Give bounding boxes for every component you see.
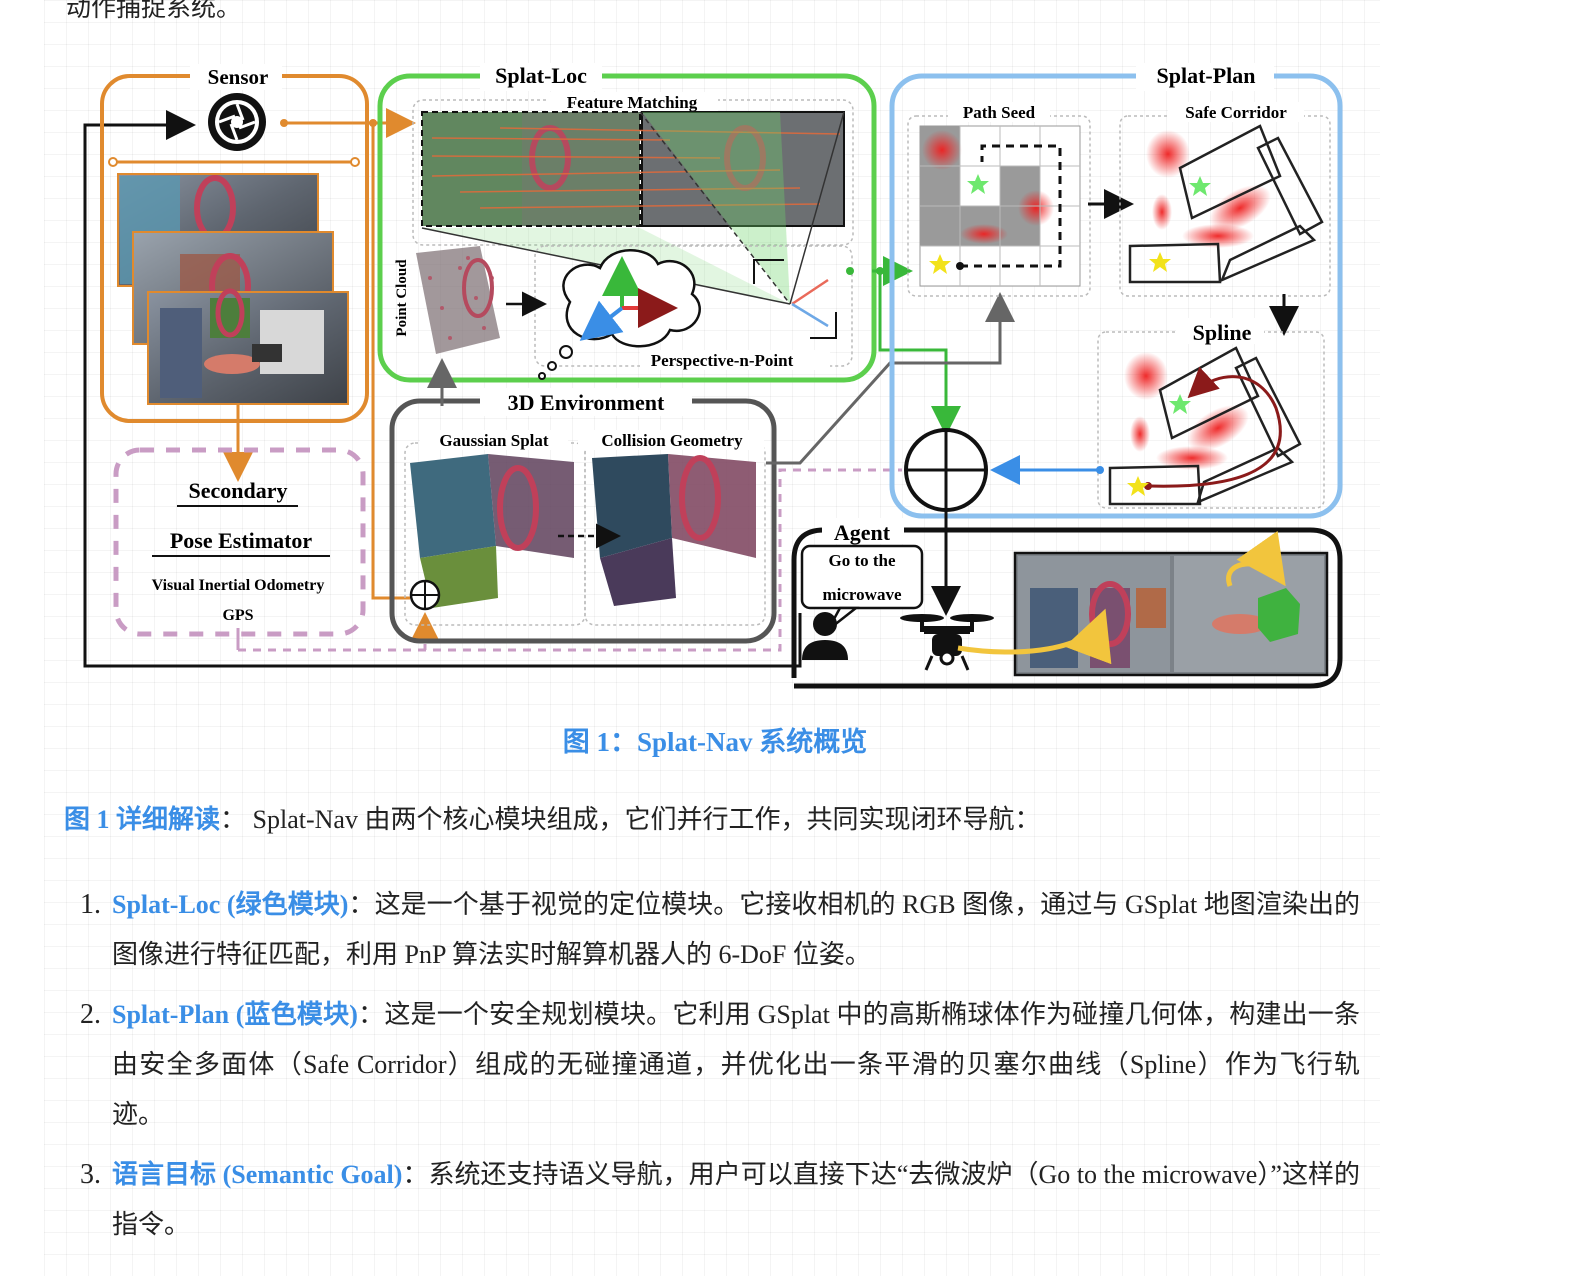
list-number: 3. — [80, 1159, 101, 1190]
item-label: 语言目标 (Semantic Goal) — [112, 1160, 403, 1189]
figure-1: Sensor — [80, 58, 1350, 698]
list-item: 2. Splat-Plan (蓝色模块)：这是一个安全规划模块。它利用 GSpl… — [64, 990, 1360, 1140]
svg-text:Agent: Agent — [834, 520, 891, 545]
agent-camera-views — [957, 530, 1329, 677]
item-text: ：系统还支持语义导航，用户可以直接下达“去微波炉（Go to the micro… — [112, 1160, 1360, 1239]
splat-loc-module: Splat-Loc Feature Matching Point Cloud — [377, 63, 877, 383]
svg-text:Splat-Plan: Splat-Plan — [1156, 63, 1255, 88]
list-number: 2. — [80, 999, 101, 1030]
intro-paragraph: 图 1 详细解读： Splat-Nav 由两个核心模块组成，它们并行工作，共同实… — [64, 800, 1364, 840]
list-item: 3. 语言目标 (Semantic Goal)：系统还支持语义导航，用户可以直接… — [64, 1150, 1360, 1250]
module-list: 1. Splat-Loc (绿色模块)：这是一个基于视觉的定位模块。它接收相机的… — [64, 880, 1360, 1260]
pose-axes-icon — [579, 256, 678, 341]
item-label: Splat-Loc (绿色模块) — [112, 890, 349, 919]
svg-text:Visual Inertial Odometry: Visual Inertial Odometry — [152, 577, 325, 594]
safe-corridor-diagram — [1128, 124, 1324, 284]
item-label: Splat-Plan (蓝色模块) — [112, 1000, 358, 1029]
item-text: ：这是一个安全规划模块。它利用 GSplat 中的高斯椭球体作为碰撞几何体，构建… — [112, 1000, 1360, 1129]
svg-text:Secondary: Secondary — [189, 478, 288, 503]
svg-text:Spline: Spline — [1193, 320, 1252, 345]
environment-3d-module: 3D Environment Gaussian Splat Collision … — [389, 388, 777, 644]
combine-circle-icon — [904, 428, 988, 512]
sensor-fusion-icon — [409, 579, 441, 611]
svg-text:Feature Matching: Feature Matching — [567, 93, 698, 112]
figure-caption: 图 1：Splat-Nav 系统概览 — [562, 727, 868, 757]
svg-text:Safe Corridor: Safe Corridor — [1185, 103, 1287, 122]
camera-frames — [117, 173, 349, 405]
agent-module: Agent Go to the microwave — [791, 518, 1343, 689]
svg-text:Collision Geometry: Collision Geometry — [601, 431, 743, 450]
svg-text:Splat-Loc: Splat-Loc — [495, 63, 587, 88]
splat-plan-module: Splat-Plan Path Seed Safe Corridor — [889, 63, 1343, 519]
sensor-module: Sensor — [100, 64, 369, 482]
camera-shutter-icon — [208, 93, 266, 151]
svg-text:Pose Estimator: Pose Estimator — [170, 528, 313, 553]
secondary-pose-estimator: Secondary Pose Estimator Visual Inertial… — [113, 447, 366, 650]
previous-paragraph-tail: 动作捕捉系统。 — [66, 0, 242, 22]
item-text: ：这是一个基于视觉的定位模块。它接收相机的 RGB 图像，通过与 GSplat … — [112, 890, 1360, 969]
svg-text:Perspective-n-Point: Perspective-n-Point — [651, 351, 794, 370]
intro-colon: ： — [220, 805, 247, 834]
svg-text:3D Environment: 3D Environment — [508, 390, 665, 415]
point-cloud-label: Point Cloud — [394, 259, 410, 337]
svg-text:Go to the: Go to the — [828, 551, 896, 570]
svg-text:microwave: microwave — [823, 585, 902, 604]
drone-icon — [900, 614, 994, 671]
user-person-icon — [802, 612, 848, 660]
list-item: 1. Splat-Loc (绿色模块)：这是一个基于视觉的定位模块。它接收相机的… — [64, 880, 1360, 980]
system-diagram: Sensor — [83, 63, 1343, 689]
sensor-title: Sensor — [208, 65, 269, 89]
intro-text: Splat-Nav 由两个核心模块组成，它们并行工作，共同实现闭环导航： — [246, 805, 1041, 834]
svg-text:Path Seed: Path Seed — [963, 103, 1036, 122]
path-seed-grid — [919, 125, 1081, 287]
svg-text:GPS: GPS — [222, 607, 253, 624]
intro-label: 图 1 详细解读 — [64, 805, 221, 834]
list-number: 1. — [80, 889, 101, 920]
camera-axes-icon — [753, 259, 837, 339]
spline-diagram — [1108, 346, 1302, 506]
svg-text:Gaussian Splat: Gaussian Splat — [439, 431, 548, 450]
